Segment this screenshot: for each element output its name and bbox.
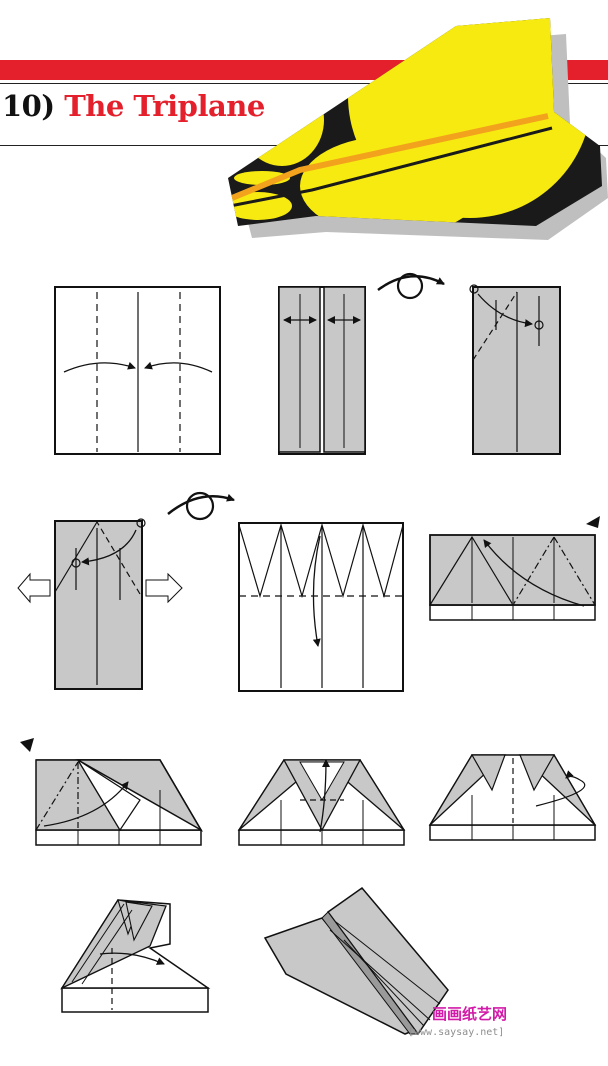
step-9-diagram [428,754,597,841]
header-top-rule [0,83,608,84]
title-text: The Triplane [64,89,265,123]
step-4-diagram [17,518,183,690]
plane-yellow-tip-bottom [228,192,292,220]
step-8-diagram [237,759,406,846]
step-2-diagram [278,286,366,455]
step-7-diagram [20,738,204,846]
title-number: 10) [2,89,55,123]
step-6-diagram [429,516,600,621]
step-5-diagram [238,522,404,692]
triplane-illustration [228,18,608,240]
page-title: 10) The Triplane [2,86,265,126]
turn-marker-triangle [20,738,34,752]
open-arrow-left [17,572,51,604]
plane-black-crease [229,126,553,208]
open-arrow-right [145,572,183,604]
watermark-url: [www.saysay.net] [408,1027,505,1038]
step-11-finished-plane [263,886,449,1036]
step-1-diagram [54,286,221,455]
plane-orange-crease [230,113,549,201]
flip-over-icon-2 [167,491,235,521]
flip-over-icon-1 [377,272,445,300]
plane-yellow-lobe-left [240,74,324,166]
turn-marker-triangle [586,516,600,528]
step-10-diagram [60,899,211,1013]
watermark-label: 画画纸艺网 [432,1005,508,1023]
step-3-diagram [469,284,561,455]
